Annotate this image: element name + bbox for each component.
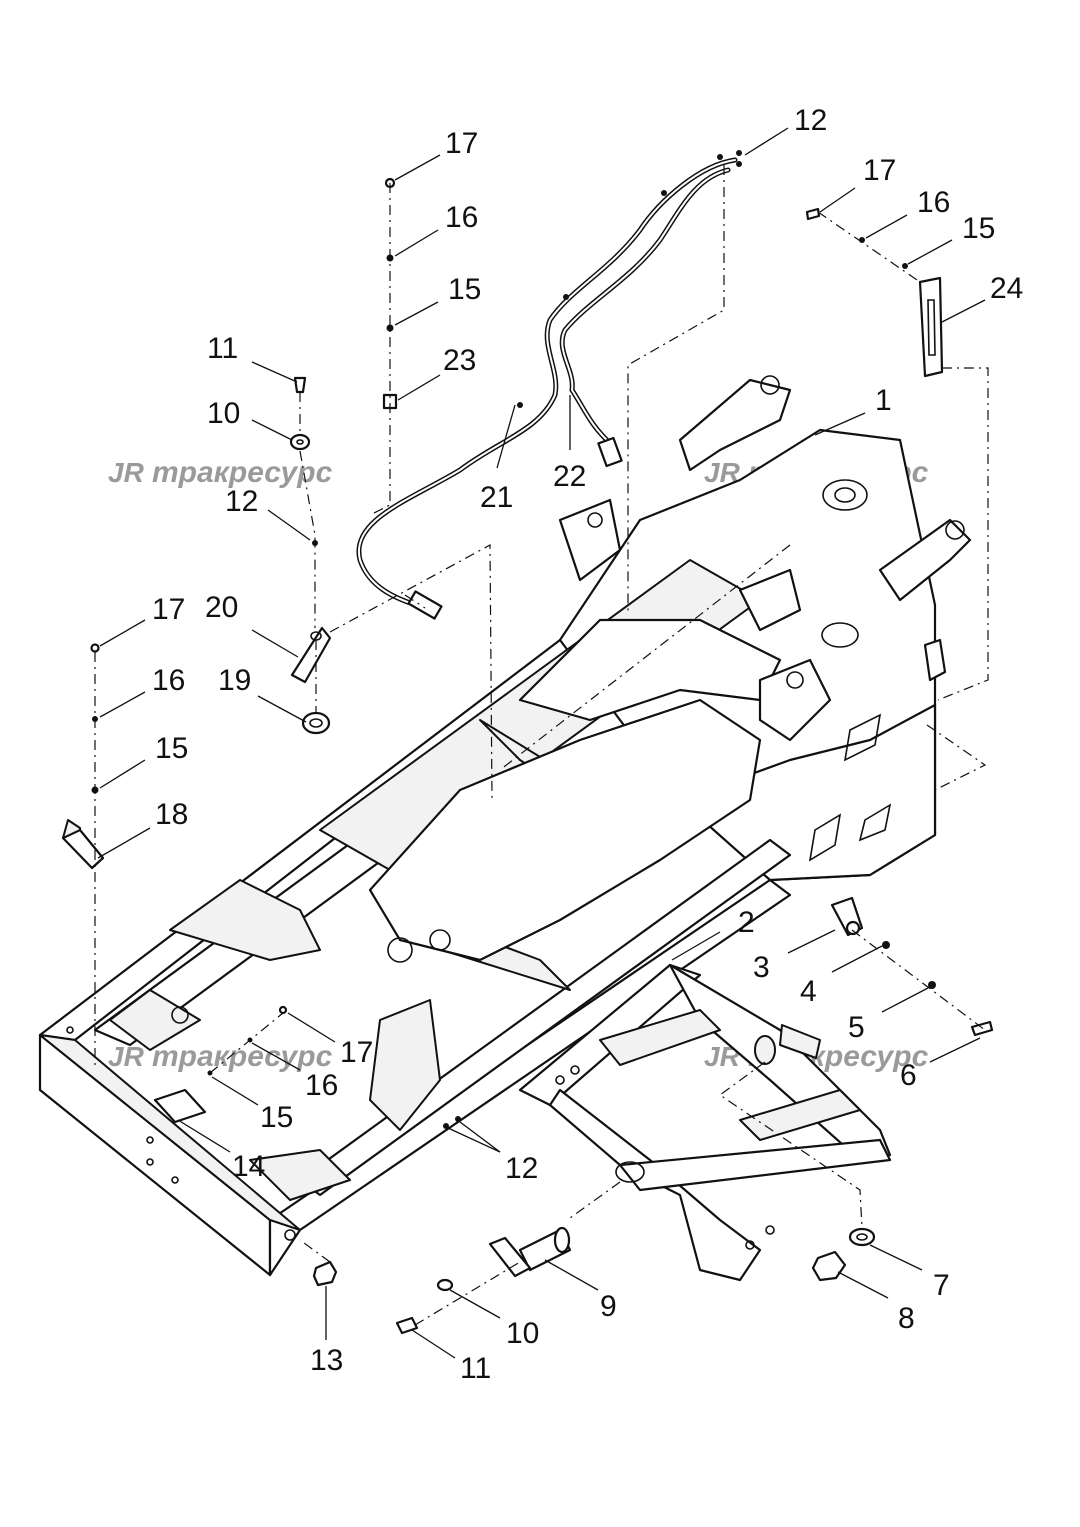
callout-6: 6 — [900, 1059, 917, 1092]
callout-15: 15 — [448, 273, 481, 306]
callout-16: 16 — [305, 1069, 338, 1102]
callout-17: 17 — [340, 1036, 373, 1069]
watermark-text: тракресурс — [152, 1040, 333, 1073]
callout-10: 10 — [506, 1317, 539, 1350]
callout-12: 12 — [505, 1152, 538, 1185]
callout-labels: 12 17 16 15 23 17 16 15 24 1 11 10 12 21… — [152, 104, 1023, 1385]
callout-11: 11 — [460, 1352, 491, 1385]
callout-15: 15 — [155, 732, 188, 765]
watermark-text: тракресурс — [152, 456, 333, 489]
callout-12: 12 — [794, 104, 827, 137]
callout-16: 16 — [917, 186, 950, 219]
callout-4: 4 — [800, 975, 817, 1008]
callout-17: 17 — [445, 127, 478, 160]
callout-23: 23 — [443, 344, 476, 377]
callout-5: 5 — [848, 1011, 865, 1044]
callout-17: 17 — [863, 154, 896, 187]
callout-3: 3 — [753, 951, 770, 984]
callout-20: 20 — [205, 591, 238, 624]
leader-lines — [97, 127, 986, 1359]
callout-2: 2 — [738, 906, 755, 939]
callout-18: 18 — [155, 798, 188, 831]
callout-24: 24 — [990, 272, 1023, 305]
callout-12: 12 — [225, 485, 258, 518]
sub-frame — [518, 963, 892, 1282]
hose-assembly — [356, 150, 742, 620]
callout-7: 7 — [933, 1269, 950, 1302]
callout-14: 14 — [232, 1150, 265, 1183]
callout-13: 13 — [310, 1344, 343, 1377]
main-frame — [38, 375, 972, 1277]
callout-17: 17 — [152, 593, 185, 626]
callout-11: 11 — [207, 332, 238, 365]
callout-19: 19 — [218, 664, 251, 697]
callout-22: 22 — [553, 460, 586, 493]
callout-16: 16 — [445, 201, 478, 234]
callout-15: 15 — [260, 1101, 293, 1134]
callout-21: 21 — [480, 481, 513, 514]
alignment-lines — [94, 165, 989, 1326]
callout-16: 16 — [152, 664, 185, 697]
callout-8: 8 — [898, 1302, 915, 1335]
watermark-logo: JR — [108, 1041, 145, 1072]
callout-9: 9 — [600, 1290, 617, 1323]
small-parts — [61, 177, 994, 1335]
watermark-logo: JR — [108, 457, 145, 488]
callout-10: 10 — [207, 397, 240, 430]
callout-15: 15 — [962, 212, 995, 245]
callout-1: 1 — [875, 384, 892, 417]
